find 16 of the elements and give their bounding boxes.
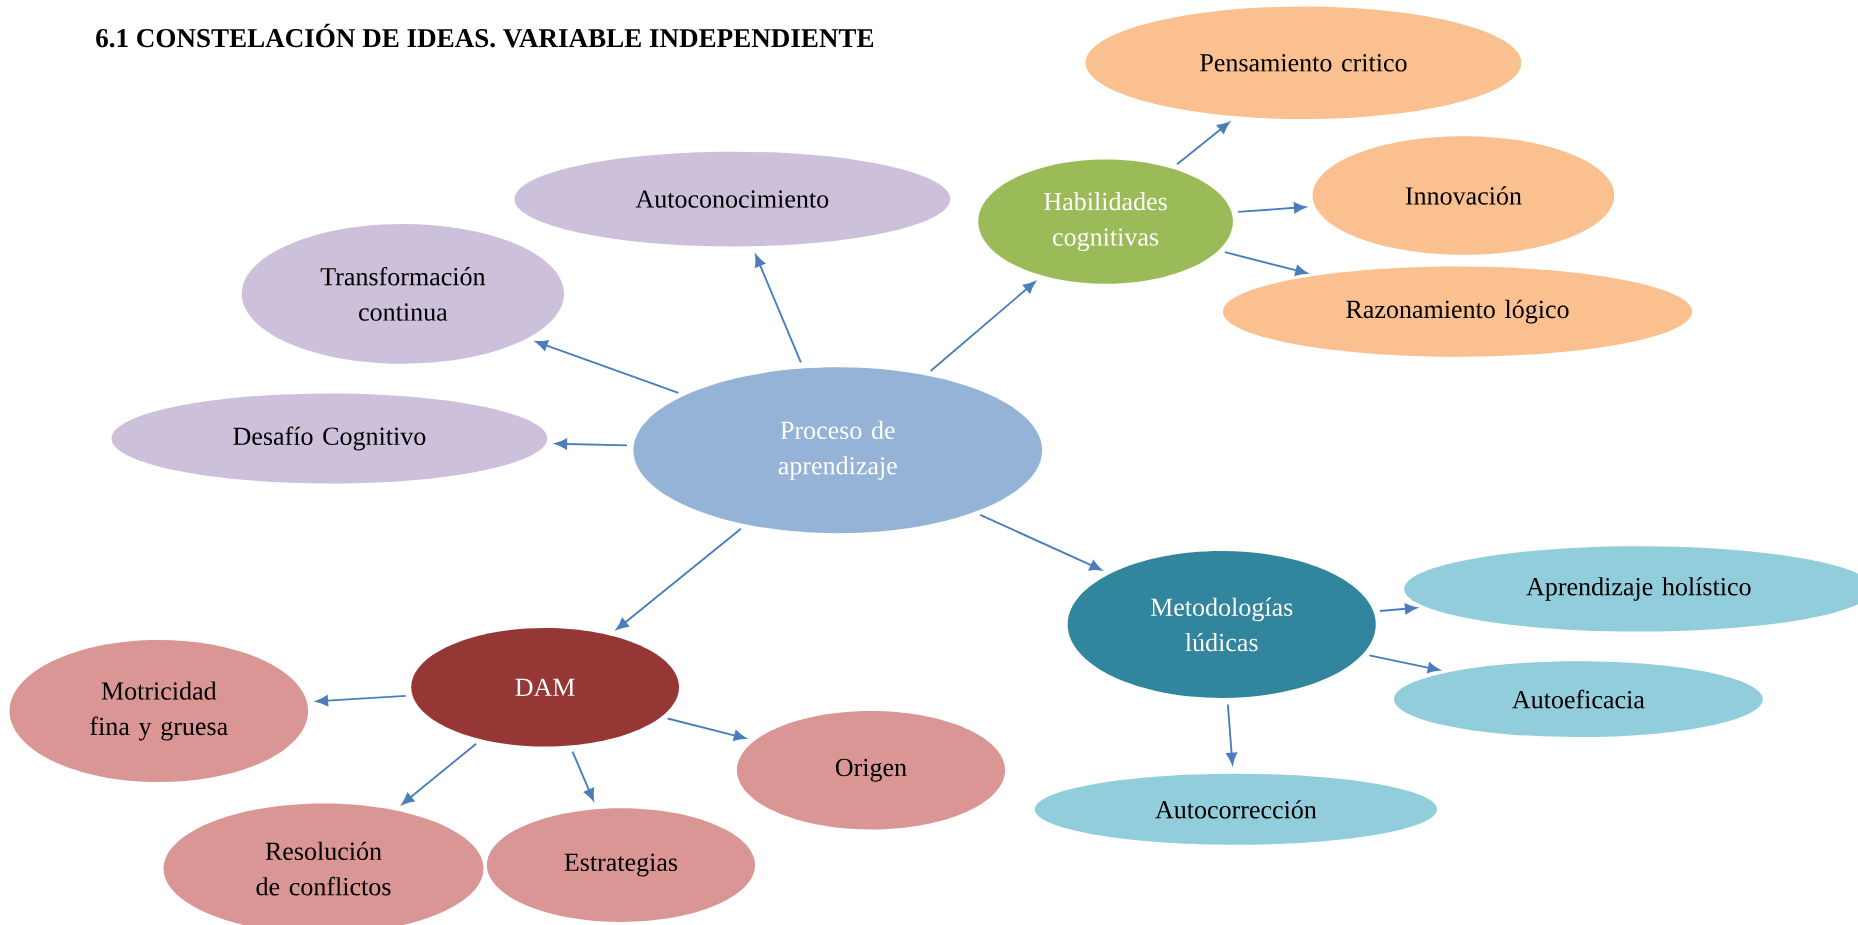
arrow (1176, 121, 1230, 165)
arrow (535, 340, 680, 394)
arrow (571, 750, 595, 801)
arrow (666, 717, 746, 741)
title: 6.1 CONSTELACIÓN DE IDEAS. VARIABLE INDEPENDIENTE (96, 23, 874, 48)
arrow (401, 742, 478, 805)
arrow (555, 438, 628, 450)
arrow (1237, 202, 1307, 213)
arrow (616, 527, 742, 630)
arrow (754, 254, 802, 364)
arrow (979, 513, 1102, 571)
arrow (929, 281, 1036, 372)
arrow (1368, 654, 1440, 673)
arrow (1379, 603, 1417, 614)
arrow (1223, 250, 1308, 276)
arrow (1226, 703, 1238, 765)
